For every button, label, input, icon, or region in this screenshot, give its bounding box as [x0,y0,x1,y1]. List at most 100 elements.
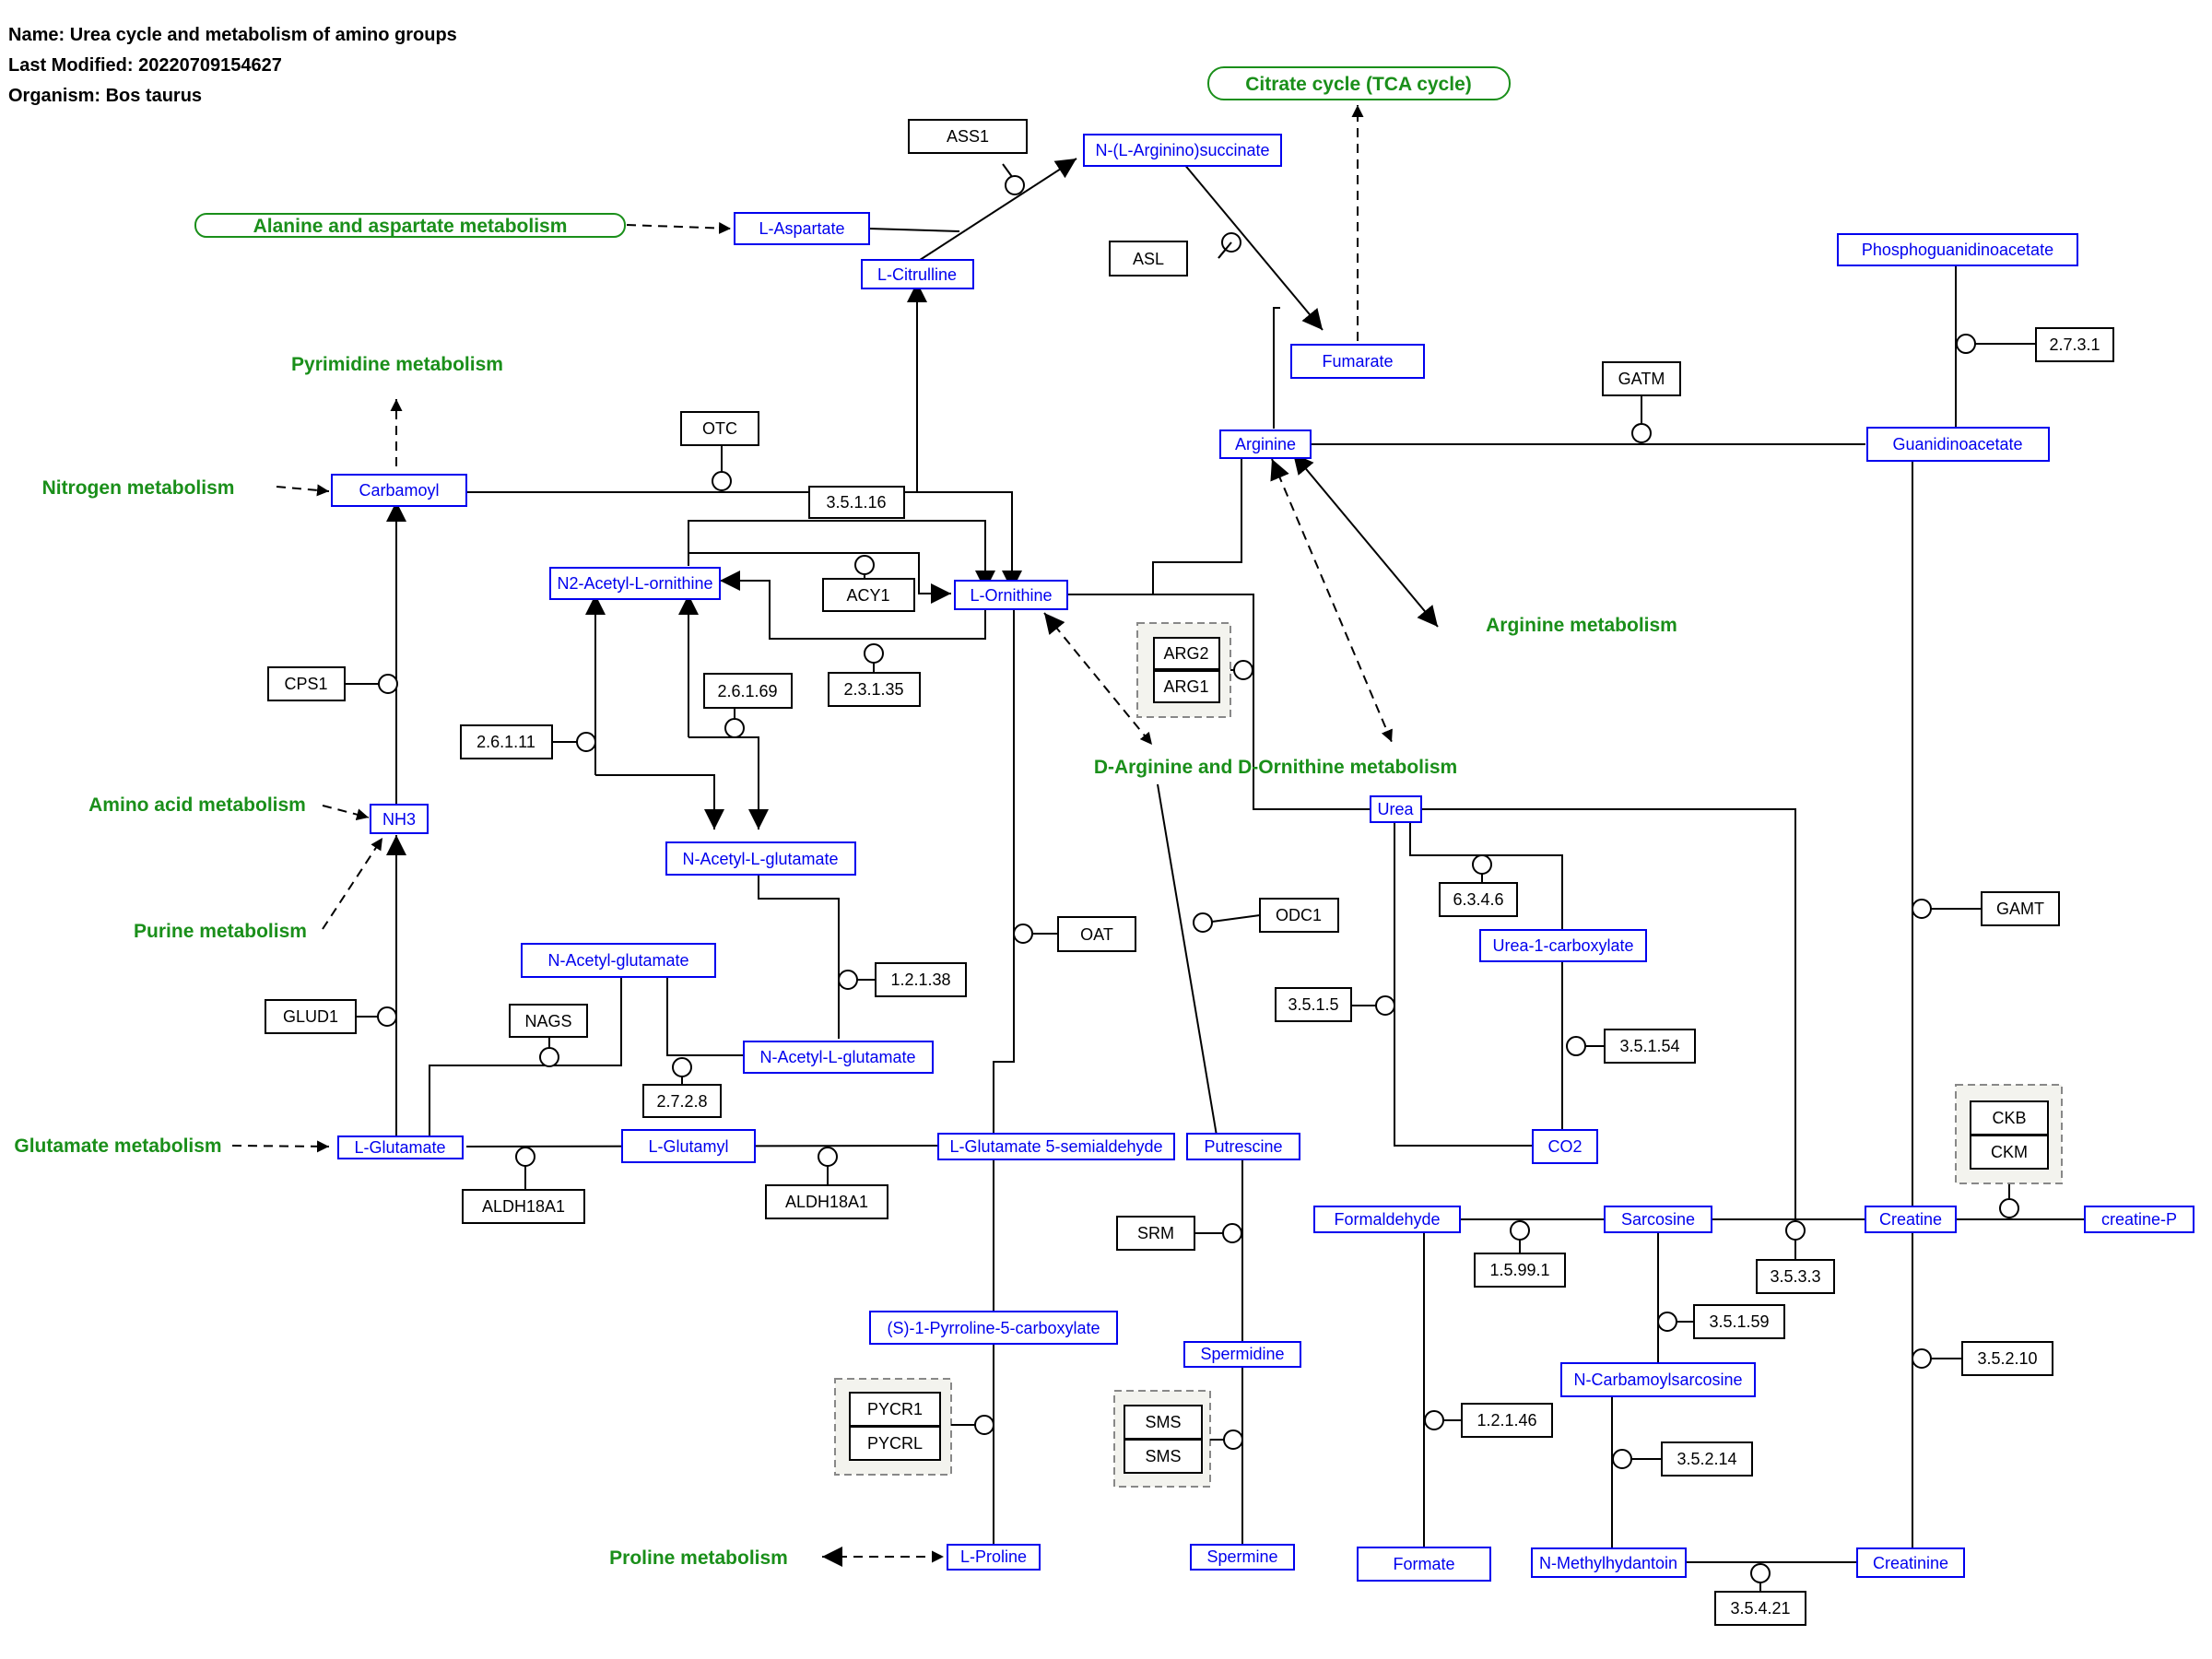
gene-glud1[interactable]: GLUD1 [265,999,357,1034]
metabolite-formaldehyde[interactable]: Formaldehyde [1313,1206,1461,1233]
metabolite-guanidinoacetate[interactable]: Guanidinoacetate [1866,427,2050,462]
metabolite-creatine-p[interactable]: creatine-P [2084,1206,2194,1233]
pathway-glutamate[interactable]: Glutamate metabolism [14,1135,221,1157]
metabolite-n-arginino-succinate[interactable]: N-(L-Arginino)succinate [1083,134,1282,167]
label: PYCRL [867,1434,923,1453]
gene-2-7-2-8[interactable]: 2.7.2.8 [642,1084,722,1118]
metabolite-l-ornithine[interactable]: L-Ornithine [954,580,1068,610]
gene-6-3-4-6[interactable]: 6.3.4.6 [1439,882,1518,917]
metabolite-spermine[interactable]: Spermine [1190,1544,1295,1571]
gene-sms-2[interactable]: SMS [1124,1439,1203,1474]
gene-1-5-99-1[interactable]: 1.5.99.1 [1474,1253,1566,1288]
label: 3.5.2.14 [1677,1450,1736,1468]
pathway-amino-acid[interactable]: Amino acid metabolism [88,794,306,816]
gene-ass1[interactable]: ASS1 [908,119,1028,154]
gene-srm[interactable]: SRM [1116,1216,1195,1251]
gene-3-5-1-16[interactable]: 3.5.1.16 [808,486,905,519]
gene-1-2-1-38[interactable]: 1.2.1.38 [875,962,967,997]
link-amino-acid-nh3 [322,805,370,821]
gene-acy1[interactable]: ACY1 [822,578,915,612]
gene-odc1[interactable]: ODC1 [1259,898,1339,933]
gene-pycrl[interactable]: PYCRL [849,1426,941,1461]
gene-cps1[interactable]: CPS1 [267,666,346,701]
label: Urea-1-carboxylate [1492,936,1633,955]
pathway-pyrimidine[interactable]: Pyrimidine metabolism [291,354,503,375]
gene-3-5-1-54[interactable]: 3.5.1.54 [1604,1029,1696,1064]
catalysis-circle-nags [539,1047,559,1067]
metabolite-nh3[interactable]: NH3 [370,804,429,834]
gene-3-5-4-21[interactable]: 3.5.4.21 [1714,1591,1806,1626]
metabolite-formate[interactable]: Formate [1357,1547,1491,1582]
gene-sms-1[interactable]: SMS [1124,1405,1203,1440]
metabolite-n-carbamoylsarcosine[interactable]: N-Carbamoylsarcosine [1560,1362,1756,1397]
metabolite-l-proline[interactable]: L-Proline [947,1544,1041,1571]
gene-3-5-1-5[interactable]: 3.5.1.5 [1275,987,1352,1022]
pathway-nitrogen[interactable]: Nitrogen metabolism [42,477,235,499]
metabolite-n-acetyl-glutamate[interactable]: N-Acetyl-glutamate [521,943,716,978]
gene-arg1[interactable]: ARG1 [1153,670,1220,703]
gene-3-5-2-14[interactable]: 3.5.2.14 [1661,1441,1753,1477]
gene-1-2-1-46[interactable]: 1.2.1.46 [1461,1403,1553,1438]
metabolite-l-glutamate-5-semialdehyde[interactable]: L-Glutamate 5-semialdehyde [937,1133,1175,1160]
pathway-tca-cycle[interactable]: Citrate cycle (TCA cycle) [1207,66,1511,100]
label: 1.5.99.1 [1489,1261,1549,1279]
metabolite-arginine[interactable]: Arginine [1219,429,1312,459]
metabolite-carbamoyl[interactable]: Carbamoyl [331,474,467,507]
metabolite-l-glutamyl[interactable]: L-Glutamyl [621,1129,756,1163]
label: OAT [1080,925,1113,944]
gene-pycr1[interactable]: PYCR1 [849,1392,941,1427]
metabolite-fumarate[interactable]: Fumarate [1290,344,1425,379]
label: CKM [1991,1143,2028,1161]
gene-ckm[interactable]: CKM [1970,1135,2049,1170]
metabolite-n-methylhydantoin[interactable]: N-Methylhydantoin [1531,1547,1687,1578]
metabolite-n-acetyl-l-glutamate-2[interactable]: N-Acetyl-L-glutamate [743,1041,934,1074]
metabolite-co2[interactable]: CO2 [1532,1129,1598,1164]
metabolite-pyrroline-5-carboxylate[interactable]: (S)-1-Pyrroline-5-carboxylate [869,1311,1118,1345]
gene-oat[interactable]: OAT [1057,916,1136,952]
catalysis-circle-3-5-4-21 [1750,1563,1771,1583]
label: Spermine [1206,1547,1277,1566]
gene-arg2[interactable]: ARG2 [1153,637,1220,670]
metabolite-spermidine[interactable]: Spermidine [1183,1341,1301,1368]
gene-nags[interactable]: NAGS [509,1004,588,1038]
pathway-proline[interactable]: Proline metabolism [609,1547,788,1569]
metabolite-l-glutamate[interactable]: L-Glutamate [337,1135,464,1159]
gene-aldh18a1-2[interactable]: ALDH18A1 [765,1184,888,1219]
label: GLUD1 [283,1007,338,1026]
metabolite-urea-1-carboxylate[interactable]: Urea-1-carboxylate [1479,929,1647,962]
metabolite-creatine[interactable]: Creatine [1865,1206,1957,1233]
label: L-Ornithine [970,586,1052,605]
metabolite-sarcosine[interactable]: Sarcosine [1604,1206,1712,1233]
gene-2-6-1-11[interactable]: 2.6.1.11 [460,724,553,759]
gene-3-5-1-59[interactable]: 3.5.1.59 [1693,1304,1785,1339]
pathway-arginine-metabolism[interactable]: Arginine metabolism [1486,615,1677,636]
metabolite-l-citrulline[interactable]: L-Citrulline [861,259,974,289]
label: L-Citrulline [877,265,957,284]
catalysis-circle-acy1 [854,555,875,575]
label: L-Glutamate 5-semialdehyde [949,1137,1162,1156]
gene-gatm[interactable]: GATM [1602,361,1681,396]
gene-2-7-3-1[interactable]: 2.7.3.1 [2035,327,2114,362]
metabolite-urea[interactable]: Urea [1370,795,1422,823]
catalysis-circle-2-7-2-8 [672,1057,692,1077]
label: 2.6.1.11 [477,733,535,751]
gene-3-5-3-3[interactable]: 3.5.3.3 [1756,1259,1835,1294]
label: Fumarate [1322,352,1393,371]
metabolite-n2-acetyl-l-ornithine[interactable]: N2-Acetyl-L-ornithine [549,567,721,600]
pathway-d-arginine[interactable]: D-Arginine and D-Ornithine metabolism [1094,757,1457,778]
pathway-alanine-aspartate[interactable]: Alanine and aspartate metabolism [194,213,626,238]
gene-3-5-2-10[interactable]: 3.5.2.10 [1961,1341,2053,1376]
metabolite-putrescine[interactable]: Putrescine [1186,1133,1300,1160]
pathway-purine[interactable]: Purine metabolism [134,921,307,942]
metabolite-l-aspartate[interactable]: L-Aspartate [734,212,870,245]
gene-aldh18a1-1[interactable]: ALDH18A1 [462,1189,585,1224]
metabolite-creatinine[interactable]: Creatinine [1856,1547,1965,1578]
gene-2-6-1-69[interactable]: 2.6.1.69 [703,673,793,709]
gene-gamt[interactable]: GAMT [1981,891,2060,926]
gene-ckb[interactable]: CKB [1970,1100,2049,1135]
gene-2-3-1-35[interactable]: 2.3.1.35 [828,672,921,707]
metabolite-phosphoguanidinoacetate[interactable]: Phosphoguanidinoacetate [1837,233,2078,266]
metabolite-n-acetyl-l-glutamate-1[interactable]: N-Acetyl-L-glutamate [665,841,856,876]
gene-otc[interactable]: OTC [680,411,759,446]
gene-asl[interactable]: ASL [1109,241,1188,276]
